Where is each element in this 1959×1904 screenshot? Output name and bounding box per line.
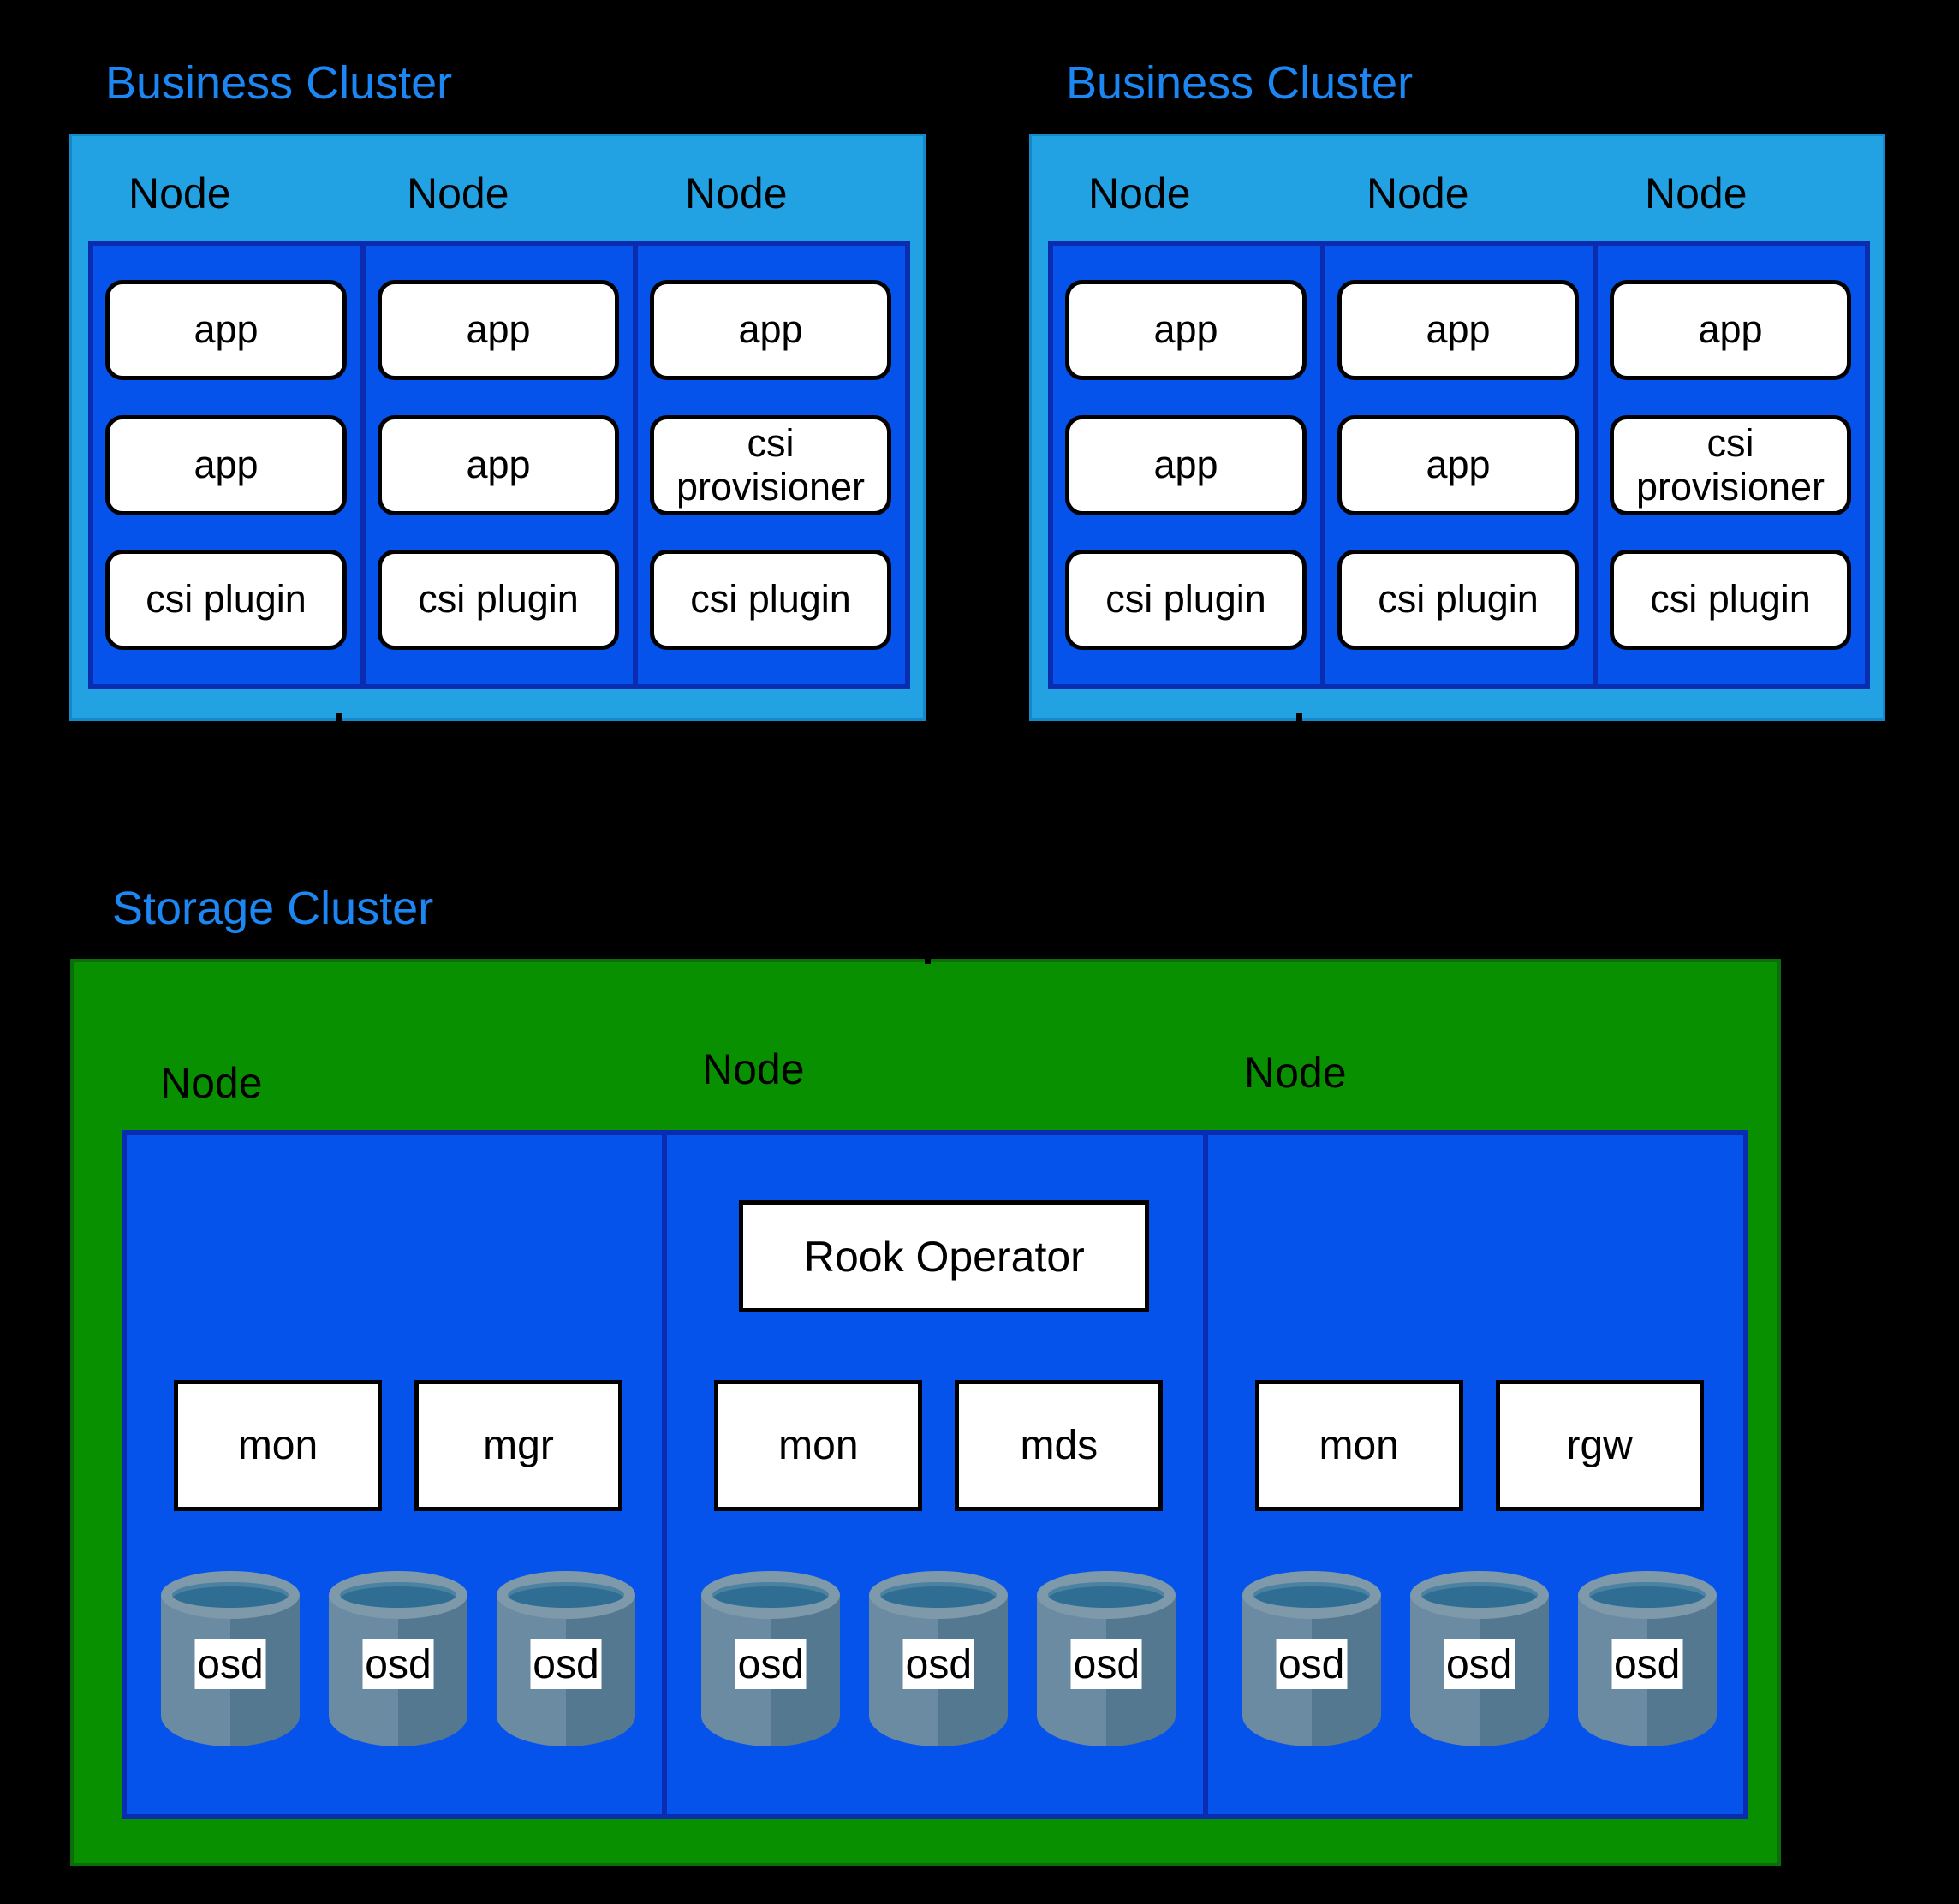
database-cylinder-icon: osd (497, 1571, 635, 1746)
storage-node-2-label: Node (702, 1045, 805, 1093)
business1-node-1-column: app app csi plugin (93, 246, 360, 684)
database-cylinder-icon: osd (329, 1571, 467, 1746)
business1-node-1-label: Node (128, 170, 231, 217)
connector-stub (925, 950, 931, 964)
database-cylinder-icon: osd (1577, 1571, 1717, 1746)
cylinder-top (869, 1571, 1009, 1619)
pod-app: app (105, 280, 347, 380)
storage-node-3-label: Node (1244, 1049, 1347, 1097)
pod-app: app (650, 280, 891, 380)
pod-csi-provisioner: csi provisioner (650, 415, 891, 515)
storage-node-3-column: mon rgw osd osd osd (1202, 1135, 1743, 1814)
service-mon: mon (1254, 1380, 1463, 1511)
business2-node-2-label: Node (1367, 170, 1469, 217)
cylinder-top (1241, 1571, 1381, 1619)
service-mon: mon (714, 1380, 923, 1511)
business1-node-3-label: Node (685, 170, 788, 217)
service-mon: mon (174, 1380, 382, 1511)
storage-node-1-label: Node (160, 1059, 263, 1107)
cylinder-top (1409, 1571, 1549, 1619)
pod-csi-provisioner: csi provisioner (1610, 415, 1851, 515)
business2-nodes-panel: app app csi plugin app app csi plugin ap… (1048, 241, 1870, 689)
osd-label: osd (735, 1639, 807, 1689)
osd-label: osd (902, 1639, 974, 1689)
cylinder-top (1037, 1571, 1176, 1619)
osd-label: osd (1070, 1639, 1142, 1689)
connector-stub (1296, 713, 1302, 727)
business2-node-3-label: Node (1645, 170, 1748, 217)
business2-node-2-column: app app csi plugin (1320, 246, 1593, 684)
business-cluster-1: Node Node Node app app csi plugin app ap… (69, 134, 926, 721)
osd-label: osd (362, 1639, 434, 1689)
business1-node-2-label: Node (407, 170, 509, 217)
business-cluster-2-title: Business Cluster (1066, 57, 1414, 109)
database-cylinder-icon: osd (161, 1571, 300, 1746)
osd-label: osd (1276, 1639, 1348, 1689)
database-cylinder-icon: osd (1241, 1571, 1381, 1746)
service-mgr: mgr (414, 1380, 622, 1511)
osd-label: osd (1611, 1639, 1683, 1689)
pod-app: app (1065, 415, 1307, 515)
cylinder-top (161, 1571, 300, 1619)
pod-app: app (1337, 415, 1579, 515)
storage-nodes-panel: mon mgr osd osd osd (122, 1130, 1748, 1819)
business1-node-3-column: app csi provisioner csi plugin (633, 246, 905, 684)
pod-csi-plugin: csi plugin (105, 550, 347, 650)
database-cylinder-icon: osd (701, 1571, 841, 1746)
pod-csi-plugin: csi plugin (1610, 550, 1851, 650)
pod-app: app (378, 280, 619, 380)
rook-operator-box: Rook Operator (739, 1200, 1150, 1312)
business1-nodes-panel: app app csi plugin app app csi plugin ap… (88, 241, 910, 689)
business-cluster-1-title: Business Cluster (105, 57, 453, 109)
business2-node-3-column: app csi provisioner csi plugin (1593, 246, 1865, 684)
pod-csi-plugin: csi plugin (650, 550, 891, 650)
storage-cluster-title: Storage Cluster (112, 883, 434, 934)
storage-node-2-column: Rook Operator mon mds osd osd osd (662, 1135, 1202, 1814)
pod-app: app (1337, 280, 1579, 380)
business1-node-2-column: app app csi plugin (360, 246, 633, 684)
osd-label: osd (194, 1639, 266, 1689)
osd-label: osd (1444, 1639, 1515, 1689)
cylinder-top (1577, 1571, 1717, 1619)
business2-node-1-column: app app csi plugin (1053, 246, 1320, 684)
database-cylinder-icon: osd (869, 1571, 1009, 1746)
service-mds: mds (955, 1380, 1164, 1511)
pod-app: app (1610, 280, 1851, 380)
business2-node-1-label: Node (1088, 170, 1191, 217)
pod-app: app (105, 415, 347, 515)
connector-stub (336, 713, 342, 727)
service-rgw: rgw (1495, 1380, 1704, 1511)
pod-app: app (1065, 280, 1307, 380)
pod-csi-plugin: csi plugin (1337, 550, 1579, 650)
database-cylinder-icon: osd (1409, 1571, 1549, 1746)
cylinder-top (329, 1571, 467, 1619)
osd-label: osd (530, 1639, 602, 1689)
cylinder-top (497, 1571, 635, 1619)
business-cluster-2: Node Node Node app app csi plugin app ap… (1029, 134, 1885, 721)
pod-csi-plugin: csi plugin (378, 550, 619, 650)
database-cylinder-icon: osd (1037, 1571, 1176, 1746)
pod-app: app (378, 415, 619, 515)
storage-node-1-column: mon mgr osd osd osd (127, 1135, 662, 1814)
cylinder-top (701, 1571, 841, 1619)
pod-csi-plugin: csi plugin (1065, 550, 1307, 650)
storage-cluster: Node Node Node mon mgr osd osd (70, 959, 1781, 1866)
